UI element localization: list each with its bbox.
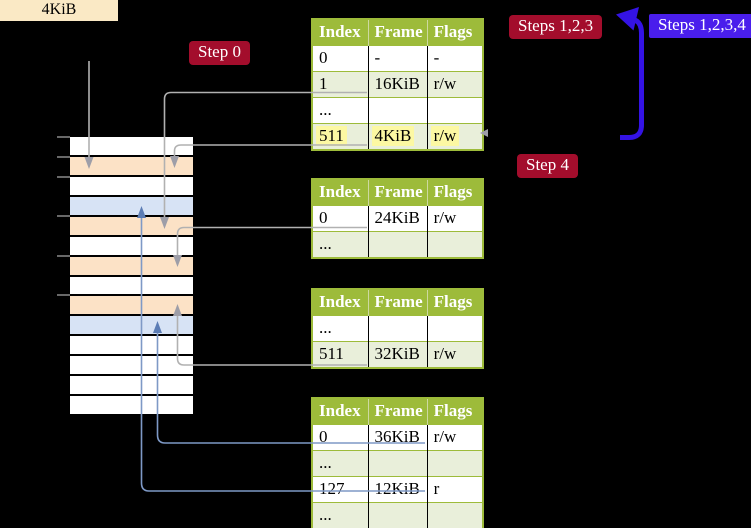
frame-size-label: 4KiB	[0, 0, 118, 21]
memory-frame-row	[70, 196, 193, 215]
cell: 127	[319, 479, 345, 498]
cell: 32KiB	[374, 344, 420, 363]
memory-tick-marks	[57, 136, 70, 296]
table-row: 127 12KiB r	[312, 476, 484, 503]
cell: 511	[316, 126, 347, 146]
table-row: ...	[312, 450, 484, 477]
cell: -	[374, 48, 381, 67]
page-table-1: Index Frame Flags 0 - - 1 16KiB r/w ... …	[311, 18, 485, 151]
cell: r/w	[433, 427, 457, 446]
cell: 0	[319, 208, 328, 227]
memory-frame-row	[70, 376, 193, 395]
cell: 0	[319, 48, 328, 67]
cell: 12KiB	[374, 479, 420, 498]
table-row: 0 - -	[312, 45, 484, 72]
steps-1234-arrow	[616, 7, 644, 140]
cell: r/w	[430, 126, 460, 146]
column-header-flags: Flags	[426, 398, 484, 425]
column-header-flags: Flags	[426, 179, 484, 206]
cell: ...	[319, 100, 332, 119]
step-0-badge: Step 0	[189, 41, 250, 65]
cell: r	[433, 479, 440, 498]
table-row: 1 16KiB r/w	[312, 71, 484, 98]
cell: ...	[319, 505, 332, 524]
memory-frame-row	[70, 137, 193, 155]
cell: -	[433, 48, 440, 67]
cell: 4KiB	[371, 126, 415, 146]
page-table-3: Index Frame Flags ... 511 32KiB r/w	[311, 288, 485, 369]
table-row: ...	[312, 315, 484, 342]
memory-frame-row	[70, 176, 193, 195]
column-header-frame: Frame	[367, 398, 428, 425]
table-row: 0 24KiB r/w	[312, 205, 484, 232]
table-header: Index Frame Flags	[312, 289, 484, 316]
memory-frame-row	[70, 316, 193, 335]
cell: r/w	[433, 208, 457, 227]
table-row: ...	[312, 231, 484, 258]
column-header-flags: Flags	[426, 289, 484, 316]
column-header-flags: Flags	[426, 19, 484, 46]
table-row: ...	[312, 97, 484, 124]
table-header: Index Frame Flags	[312, 179, 484, 206]
cell: ...	[319, 234, 332, 253]
table-row: 511 32KiB r/w	[312, 341, 484, 368]
column-header-index: Index	[312, 289, 368, 316]
cell: ...	[319, 318, 332, 337]
memory-frame-row	[70, 336, 193, 355]
memory-frame-row	[70, 276, 193, 295]
cell: 1	[319, 74, 328, 93]
step-4-badge: Step 4	[517, 154, 578, 178]
memory-frame-row	[70, 216, 193, 235]
arrowhead-upleft-icon	[616, 7, 639, 31]
cell: 24KiB	[374, 208, 420, 227]
column-header-frame: Frame	[367, 179, 428, 206]
cell: ...	[319, 453, 332, 472]
cell: r/w	[433, 344, 457, 363]
cell: r/w	[433, 74, 457, 93]
page-table-4: Index Frame Flags 0 36KiB r/w ... 127 12…	[311, 397, 485, 528]
steps-1234-badge: Steps 1,2,3,4	[649, 14, 751, 38]
column-header-index: Index	[312, 398, 368, 425]
cell: 16KiB	[374, 74, 420, 93]
column-header-frame: Frame	[367, 289, 428, 316]
table-header: Index Frame Flags	[312, 398, 484, 425]
cell: 511	[319, 344, 344, 363]
column-header-index: Index	[312, 19, 368, 46]
memory-frame-row	[70, 256, 193, 275]
column-header-frame: Frame	[367, 19, 428, 46]
physical-memory-strip	[70, 137, 193, 414]
memory-frame-row	[70, 236, 193, 255]
table-header: Index Frame Flags	[312, 19, 484, 46]
column-header-index: Index	[312, 179, 368, 206]
table-row-highlighted: 511 4KiB r/w	[312, 123, 484, 150]
table-row: 0 36KiB r/w	[312, 424, 484, 451]
cell: 36KiB	[374, 427, 420, 446]
cell: 0	[319, 427, 328, 446]
steps-123-badge: Steps 1,2,3	[509, 15, 603, 39]
memory-frame-row	[70, 156, 193, 175]
memory-frame-row	[70, 296, 193, 315]
table-row: ...	[312, 502, 484, 528]
memory-frame-row	[70, 356, 193, 375]
memory-frame-row	[70, 396, 193, 414]
page-table-2: Index Frame Flags 0 24KiB r/w ...	[311, 178, 485, 259]
